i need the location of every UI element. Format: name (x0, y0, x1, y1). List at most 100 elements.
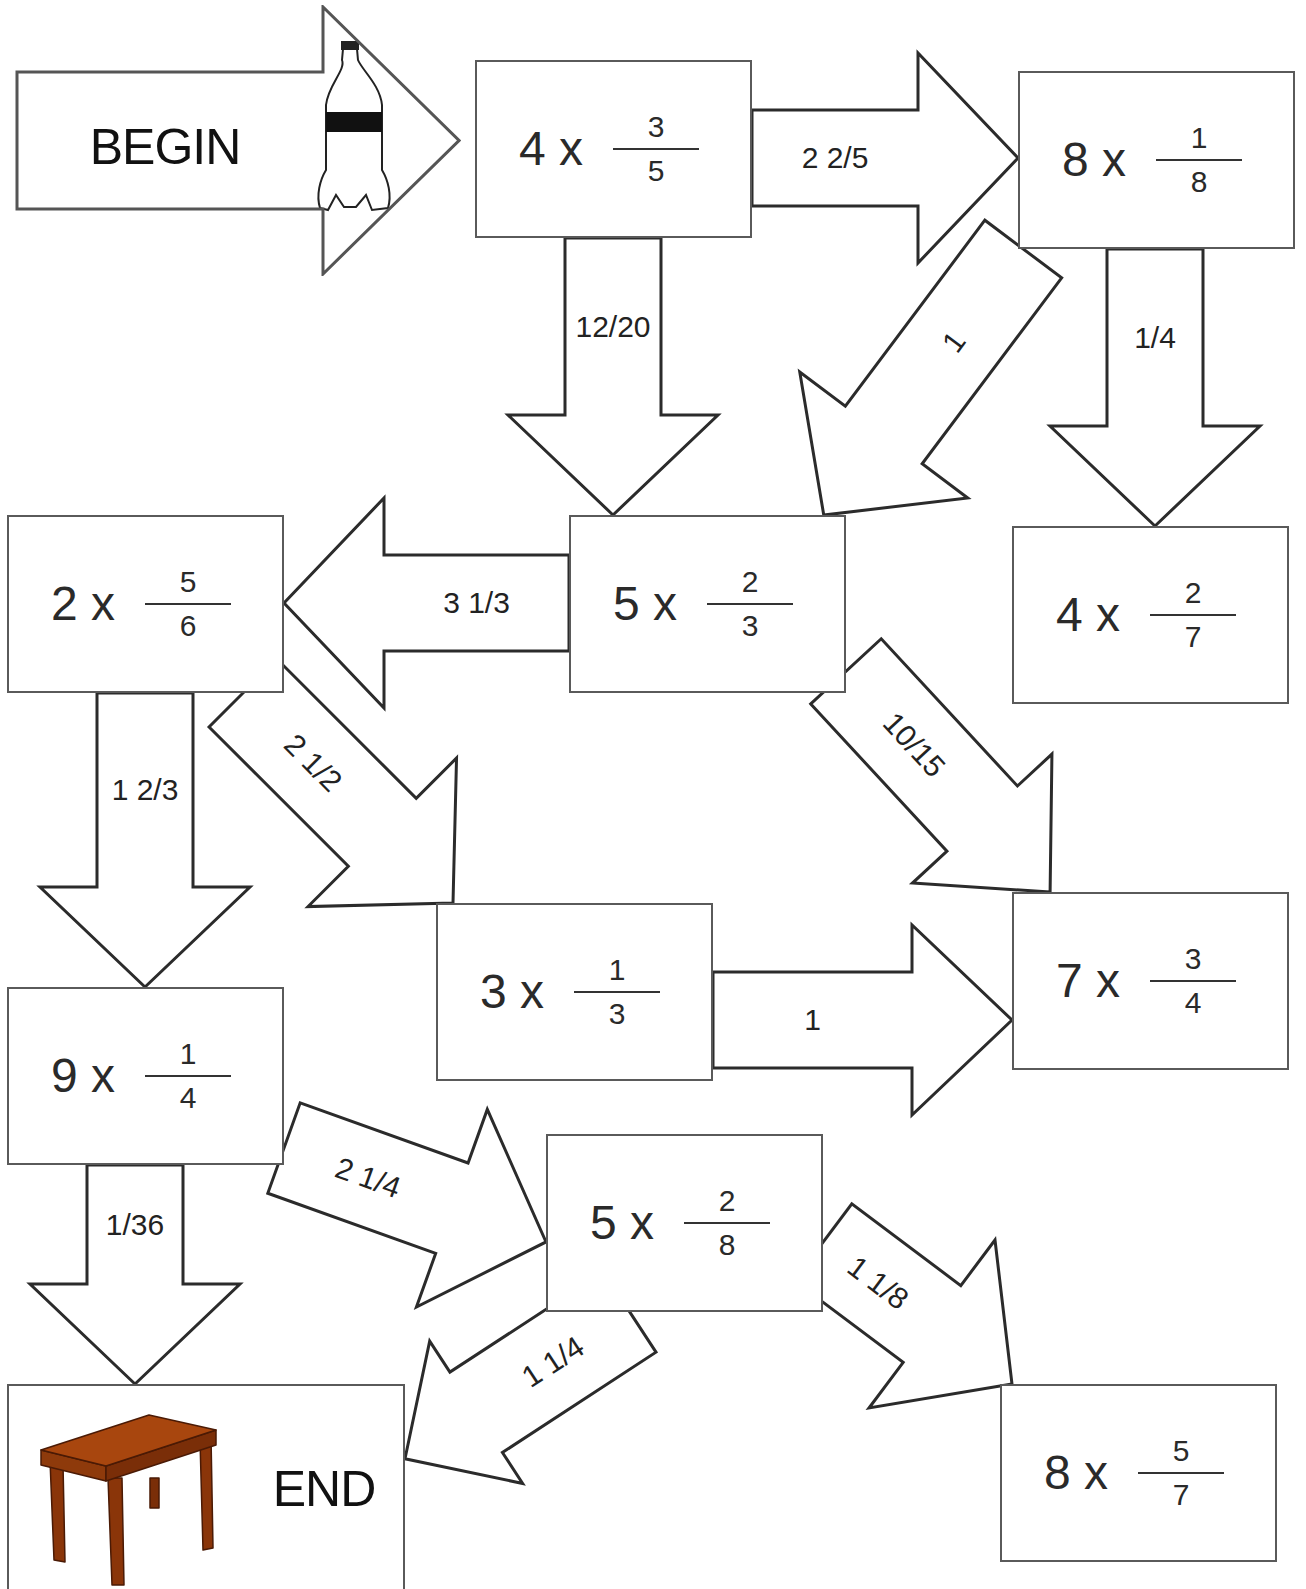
problem-content: 5 x23 (613, 563, 793, 645)
numerator: 3 (648, 108, 665, 146)
numerator: 5 (180, 563, 197, 601)
problem-content: 3 x13 (480, 951, 660, 1033)
fraction-bar (145, 603, 231, 605)
problem-box: 9 x14 (7, 987, 284, 1165)
denominator: 5 (648, 152, 665, 190)
fraction: 18 (1156, 119, 1242, 201)
problem-box: 4 x 2 7 (1012, 526, 1289, 704)
problem-box: 2 x56 (7, 515, 284, 693)
problem-box: 8 x18 (1018, 71, 1295, 249)
problem-box: 7 x34 (1012, 892, 1289, 1070)
problem-box: 8 x57 (1000, 1384, 1277, 1562)
problem-content: 9 x14 (51, 1035, 231, 1117)
whole-number: 5 x (613, 580, 677, 628)
whole-number: 8 x (1044, 1449, 1108, 1497)
problem-content: 8 x57 (1044, 1432, 1224, 1514)
fraction: 13 (574, 951, 660, 1033)
bottle-band (326, 112, 382, 132)
fraction-bar (1138, 1472, 1224, 1474)
answer-label: 2 1/4 (328, 1151, 407, 1206)
start-text: BEGIN (90, 122, 241, 172)
denominator: 6 (180, 607, 197, 645)
whole-number: 8 x (1062, 136, 1126, 184)
whole-number: 3 x (480, 968, 544, 1016)
denominator: 7 (1185, 618, 1202, 656)
answer-label: 12/20 (572, 311, 653, 343)
problem-box: 5 x28 (546, 1134, 823, 1312)
answer-arrow (794, 1204, 1012, 1408)
whole-number: 5 x (590, 1199, 654, 1247)
table-top (41, 1415, 216, 1466)
fraction-bar (1150, 980, 1236, 982)
whole-number: 4 x (519, 125, 583, 173)
answer-arrow (209, 659, 456, 906)
fraction-bar (1150, 614, 1236, 616)
problem-content: 4 x 2 7 (1056, 574, 1236, 656)
answer-label: 1/36 (103, 1209, 167, 1241)
fraction: 14 (145, 1035, 231, 1117)
denominator: 8 (719, 1226, 736, 1264)
problem-box: 3 x13 (436, 903, 713, 1081)
answer-label: 1 1/4 (514, 1329, 592, 1396)
table-picture (41, 1415, 216, 1585)
fraction-bar (145, 1075, 231, 1077)
whole-number: 4 x (1056, 591, 1120, 639)
numerator: 1 (1191, 119, 1208, 157)
fraction: 56 (145, 563, 231, 645)
start-arrow: BEGIN (15, 5, 461, 276)
answer-arrow (508, 238, 718, 515)
denominator: 3 (609, 995, 626, 1033)
bottle-picture (318, 41, 389, 210)
answer-arrow (713, 925, 1012, 1115)
numerator: 2 (742, 563, 759, 601)
fraction: 35 (613, 108, 699, 190)
numerator: 2 (719, 1182, 736, 1220)
end-box: END (7, 1384, 405, 1589)
numerator: 3 (1185, 940, 1202, 978)
whole-number: 2 x (51, 580, 115, 628)
problem-box: 5 x23 (569, 515, 846, 693)
answer-label: 1 1/8 (839, 1248, 916, 1317)
fraction-bar (613, 148, 699, 150)
answer-label: 1/4 (1131, 322, 1179, 354)
fraction-bar (707, 603, 793, 605)
table-leg (200, 1436, 213, 1550)
end-text: END (273, 1464, 376, 1514)
denominator: 4 (1185, 984, 1202, 1022)
whole-number: 9 x (51, 1052, 115, 1100)
table-leg (50, 1460, 65, 1562)
answer-label: 1 (801, 1004, 824, 1036)
answer-arrow (268, 1103, 546, 1307)
fraction: 28 (684, 1182, 770, 1264)
numerator: 1 (180, 1035, 197, 1073)
fraction-bar (684, 1222, 770, 1224)
table-leg (150, 1478, 159, 1508)
numerator: 5 (1173, 1432, 1190, 1470)
numerator: 2 (1185, 574, 1202, 612)
problem-box: 4 x35 (475, 60, 752, 238)
bottle-cap (341, 41, 359, 50)
problem-content: 7 x34 (1056, 940, 1236, 1022)
fraction-bar (1156, 159, 1242, 161)
answer-label: 10/15 (875, 704, 954, 785)
fraction: 34 (1150, 940, 1236, 1022)
answer-arrow (30, 1165, 240, 1384)
answer-arrow (800, 220, 1062, 515)
table-leg (108, 1478, 124, 1585)
answer-label: 3 1/3 (440, 587, 513, 619)
answer-label: 2 2/5 (799, 142, 872, 174)
numerator: 1 (609, 951, 626, 989)
answer-arrow (284, 498, 569, 708)
whole-number: 7 x (1056, 957, 1120, 1005)
fraction: 57 (1138, 1432, 1224, 1514)
problem-content: 5 x28 (590, 1182, 770, 1264)
denominator: 4 (180, 1079, 197, 1117)
problem-content: 2 x56 (51, 563, 231, 645)
denominator: 8 (1191, 163, 1208, 201)
answer-arrow (1050, 249, 1260, 526)
answer-label: 1 2/3 (109, 774, 182, 806)
answer-label: 2 1/2 (276, 726, 350, 800)
denominator: 7 (1173, 1476, 1190, 1514)
